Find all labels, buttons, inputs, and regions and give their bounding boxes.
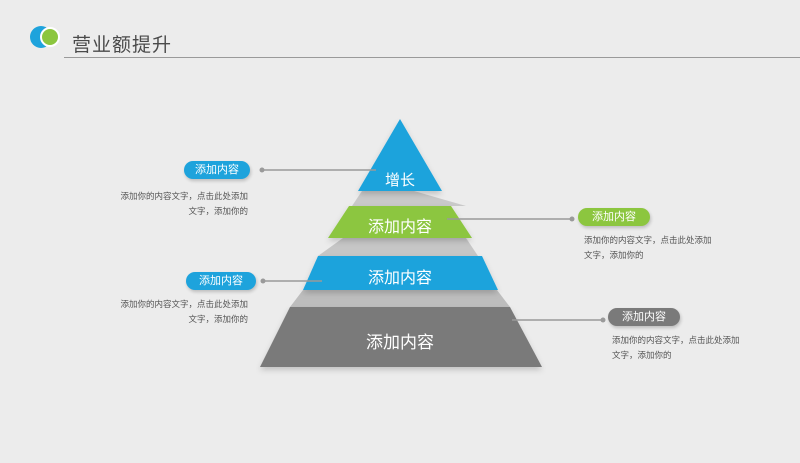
callout-text-4: 添加你的内容文字，点击此处添加 文字，添加你的 [612,334,782,364]
connector-dot-3 [260,278,266,284]
tier-label-1: 增长 [384,171,415,189]
pyramid-tier-1[interactable] [358,119,442,191]
logo-icon [30,24,74,50]
page-title: 营业额提升 [72,34,173,56]
callout-title-2[interactable]: 添加内容 [578,208,650,226]
connector-dot-4 [600,317,606,323]
title-divider [64,57,800,58]
tier-label-4: 添加内容 [366,333,434,353]
fold-band-2 [318,238,478,256]
connector-dot-2 [569,216,575,222]
fold-band-1 [352,191,466,206]
callout-text-1-line-2: 文字，添加你的 [188,207,248,217]
callout-title-3[interactable]: 添加内容 [186,272,256,290]
fold-band-3 [290,290,510,307]
pyramid-tier-2[interactable] [328,206,472,238]
callout-text-4-line-1: 添加你的内容文字，点击此处添加 [612,336,740,346]
callout-title-4[interactable]: 添加内容 [608,308,680,326]
callout-text-3: 添加你的内容文字，点击此处添加 文字，添加你的 [98,298,248,328]
pyramid-tier-4[interactable] [260,307,542,367]
callout-text-2-line-1: 添加你的内容文字，点击此处添加 [584,236,712,246]
callout-text-4-line-2: 文字，添加你的 [612,351,672,361]
callout-text-1-line-1: 添加你的内容文字，点击此处添加 [120,192,248,202]
callout-text-3-line-2: 文字，添加你的 [188,315,248,325]
callout-text-2: 添加你的内容文字，点击此处添加 文字，添加你的 [584,234,754,264]
callout-text-3-line-1: 添加你的内容文字，点击此处添加 [120,300,248,310]
pyramid-tier-3[interactable] [303,256,498,290]
connector-dot-1 [259,167,265,173]
tier-label-3: 添加内容 [367,268,432,287]
callout-text-1: 添加你的内容文字，点击此处添加 文字，添加你的 [98,190,248,220]
callout-text-2-line-2: 文字，添加你的 [584,251,644,261]
tier-label-2: 添加内容 [367,217,432,236]
callout-title-1[interactable]: 添加内容 [184,161,250,179]
